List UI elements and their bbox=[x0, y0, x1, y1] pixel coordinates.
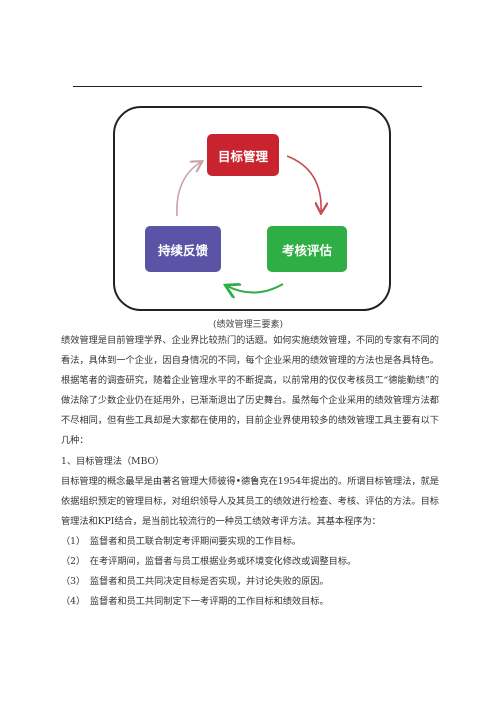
goal-management-box: 目标管理 bbox=[207, 134, 279, 176]
continuous-feedback-box: 持续反馈 bbox=[145, 226, 221, 272]
arrow-goal-to-evaluation bbox=[286, 155, 321, 212]
step-item: （4） 监督者和员工共同制定下一考评期的工作目标和绩效目标。 bbox=[61, 596, 329, 608]
step-item: （3） 监督者和员工共同决定目标是否实现，并讨论失败的原因。 bbox=[61, 576, 329, 588]
article-body: 绩效管理是目前管理学界、企业界比较热门的话题。如何实施绩效管理，不同的专家有不同… bbox=[61, 331, 439, 612]
performance-cycle-diagram: 目标管理 持续反馈 考核评估 bbox=[113, 106, 391, 311]
step-item: （1） 监督者和员工联合制定考评期间要实现的工作目标。 bbox=[61, 535, 302, 547]
top-divider bbox=[73, 86, 422, 87]
mbo-paragraph: 目标管理的概念最早是由著名管理大师彼得•德鲁克在1954年提出的。所谓目标管理法… bbox=[61, 475, 439, 527]
intro-paragraph: 绩效管理是目前管理学界、企业界比较热门的话题。如何实施绩效管理，不同的专家有不同… bbox=[61, 335, 439, 447]
cycle-arrows bbox=[176, 155, 389, 309]
arrow-evaluation-to-feedback bbox=[227, 284, 284, 293]
figure-caption: (绩效管理三要素) bbox=[212, 320, 284, 330]
step-item: （2） 在考评期间，监督者与员工根据业务或环境变化修改或调整目标。 bbox=[61, 556, 357, 568]
arrow-feedback-to-goal bbox=[176, 162, 201, 217]
assessment-evaluation-box: 考核评估 bbox=[267, 226, 347, 272]
section-heading: 1、目标管理法（MBO） bbox=[61, 455, 165, 467]
